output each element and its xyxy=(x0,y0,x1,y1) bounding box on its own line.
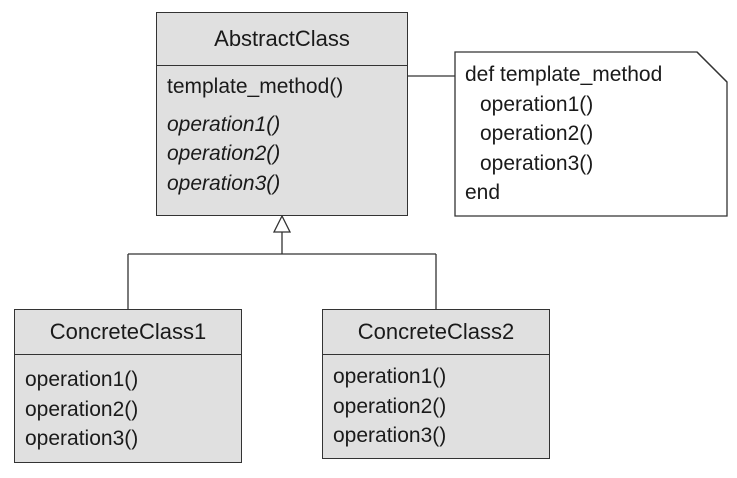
concrete-1-operation-2: operation2() xyxy=(25,397,139,421)
abstract-operation-2: operation2() xyxy=(167,142,281,165)
note-fold xyxy=(696,51,728,83)
inheritance-arrowhead xyxy=(272,214,292,233)
abstract-operation-3: operation3() xyxy=(167,171,281,195)
template-method-note: def template_method operation1() operati… xyxy=(455,52,727,216)
concrete-class-2-box: ConcreteClass2 operation1() operation2()… xyxy=(322,309,550,459)
note-line-def: def template_method xyxy=(465,63,663,86)
concrete-2-operation-2: operation2() xyxy=(333,394,447,418)
concrete-class-1-operations: operation1() operation2() operation3() xyxy=(15,355,241,454)
concrete-2-operation-3: operation3() xyxy=(333,424,447,447)
concrete-1-operation-3: operation3() xyxy=(25,427,139,450)
concrete-2-operation-1: operation1() xyxy=(333,365,447,388)
note-line-op2: operation2() xyxy=(480,122,594,145)
abstract-class-box: AbstractClass template_method() operatio… xyxy=(156,12,408,216)
template-method-operation: template_method() xyxy=(167,75,344,98)
note-outline xyxy=(454,51,728,217)
note-line-op3: operation3() xyxy=(480,152,594,175)
concrete-class-2-name: ConcreteClass2 xyxy=(323,310,549,355)
concrete-class-2-operations: operation1() operation2() operation3() xyxy=(323,355,549,451)
abstract-operation-1: operation1() xyxy=(167,112,281,136)
note-line-op1: operation1() xyxy=(480,93,594,116)
note-line-end: end xyxy=(465,181,501,204)
abstract-class-operations: template_method() operation1() operation… xyxy=(157,66,407,198)
concrete-1-operation-1: operation1() xyxy=(25,368,139,391)
concrete-class-1-box: ConcreteClass1 operation1() operation2()… xyxy=(14,309,242,463)
concrete-class-1-name: ConcreteClass1 xyxy=(15,310,241,355)
abstract-class-name: AbstractClass xyxy=(157,13,407,66)
